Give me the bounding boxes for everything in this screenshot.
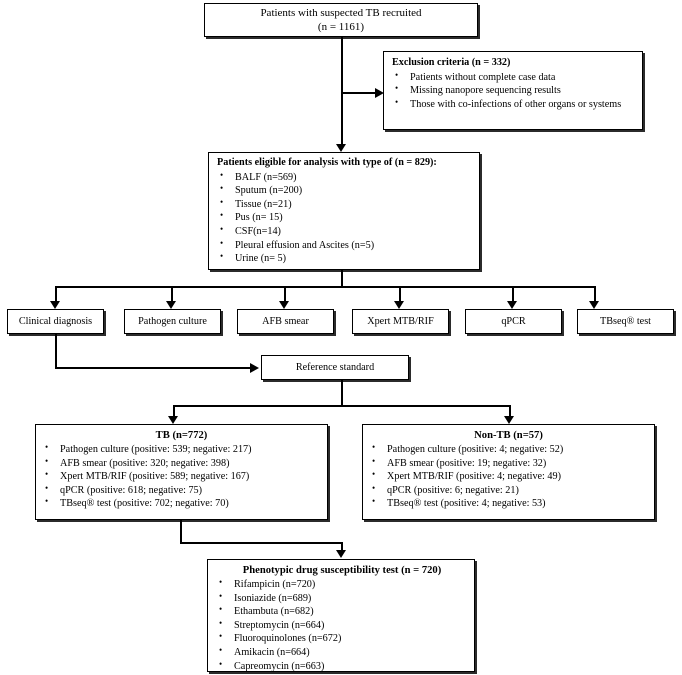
connector-recruited-to-eligible [341,37,343,144]
node-tb-list: Pathogen culture (positive: 539; negativ… [42,442,321,511]
arrow-recruited-to-eligible [336,144,346,152]
node-exclusion-criteria: Exclusion criteria (n = 332) Patients wi… [383,51,643,130]
connector-reference-stem [341,380,343,406]
connector-tb-to-dst-v [180,520,182,543]
list-item: Urine (n= 5) [217,251,473,266]
node-method-pathogen-culture: Pathogen culture [124,309,221,334]
node-method-label: Xpert MTB/RIF [367,316,434,327]
list-item: AFB smear (positive: 19; negative: 32) [369,456,648,471]
list-item: BALF (n=569) [217,170,473,185]
arrow-method-5 [507,301,517,309]
node-exclusion-list: Patients without complete case data Miss… [392,70,636,112]
list-item: Missing nanopore sequencing results [392,83,636,98]
node-recruited-text: Patients with suspected TB recruited (n … [260,6,421,35]
list-item: TBseq® test (positive: 4; negative: 53) [369,497,648,511]
connector-drop-method-3 [284,286,286,301]
arrow-to-reference-standard [250,363,259,373]
list-item: Sputum (n=200) [217,183,473,198]
node-method-qpcr: qPCR [465,309,562,334]
node-eligible-patients: Patients eligible for analysis with type… [208,152,480,270]
node-method-label: AFB smear [262,316,309,327]
connector-drop-method-2 [171,286,173,301]
node-recruited: Patients with suspected TB recruited (n … [204,3,478,37]
list-item: Pus (n= 15) [217,210,473,225]
list-item: Streptomycin (n=664) [216,618,468,633]
arrow-to-nontb [504,416,514,424]
connector-clinical-to-reference-v [55,334,57,368]
node-tb-title: TB (n=772) [155,430,208,441]
node-method-tbseq-test: TBseq® test [577,309,674,334]
connector-drop-method-5 [512,286,514,301]
list-item: TBseq® test (positive: 702; negative: 70… [42,497,321,511]
list-item: Tissue (n=21) [217,197,473,212]
list-item: qPCR (positive: 6; negative: 21) [369,483,648,498]
node-method-label: Pathogen culture [138,316,207,327]
connector-eligible-stem [341,270,343,287]
connector-tb-split-bus [173,405,511,407]
node-dst-title: Phenotypic drug susceptibility test (n =… [242,565,442,576]
arrow-to-exclusion [375,88,384,98]
list-item: Fluoroquinolones (n=672) [216,632,468,646]
connector-to-exclusion [341,92,379,94]
node-recruited-line2: (n = 1161) [317,21,365,33]
connector-drop-tb [173,405,175,417]
node-method-xpert-mtb-rif: Xpert MTB/RIF [352,309,449,334]
arrow-method-3 [279,301,289,309]
list-item: Xpert MTB/RIF (positive: 4; negative: 49… [369,469,648,484]
list-item: Rifampicin (n=720) [216,577,468,592]
connector-clinical-to-reference-h [55,367,253,369]
node-method-label: qPCR [501,316,526,327]
list-item: Those with co-infections of other organs… [392,97,636,112]
list-item: Isoniazide (n=689) [216,591,468,606]
node-reference-standard-label: Reference standard [295,362,375,373]
arrow-to-tb [168,416,178,424]
arrow-method-4 [394,301,404,309]
node-method-afb-smear: AFB smear [237,309,334,334]
arrow-method-1 [50,301,60,309]
node-dst-list: Rifampicin (n=720) Isoniazide (n=689) Et… [216,577,468,674]
list-item: Capreomycin (n=663) [216,659,468,674]
list-item: qPCR (positive: 618; negative: 75) [42,483,321,498]
connector-drop-method-1 [55,286,57,301]
list-item: Pathogen culture (positive: 539; negativ… [42,442,321,457]
node-nontb-list: Pathogen culture (positive: 4; negative:… [369,442,648,511]
list-item: AFB smear (positive: 320; negative: 398) [42,456,321,471]
list-item: Pleural effusion and Ascites (n=5) [217,238,473,253]
node-method-label: Clinical diagnosis [18,316,93,327]
connector-drop-nontb [509,405,511,417]
list-item: Xpert MTB/RIF (positive: 589; negative: … [42,469,321,484]
list-item: Ethambutа (n=682) [216,604,468,619]
node-nontb-results: Non-TB (n=57) Pathogen culture (positive… [362,424,655,520]
connector-drop-method-4 [399,286,401,301]
connector-methods-bus [55,286,594,288]
arrow-to-dst [336,550,346,558]
node-reference-standard: Reference standard [261,355,409,380]
node-nontb-title: Non-TB (n=57) [474,430,543,441]
node-tb-results: TB (n=772) Pathogen culture (positive: 5… [35,424,328,520]
arrow-method-2 [166,301,176,309]
connector-tb-to-dst-h [180,542,343,544]
node-eligible-title: Patients eligible for analysis with type… [217,157,437,168]
node-recruited-line1: Patients with suspected TB recruited [260,6,422,19]
list-item: Amikacin (n=664) [216,645,468,660]
connector-drop-method-6 [594,286,596,301]
node-method-label: TBseq® test [599,316,652,327]
list-item: CSF(n=14) [217,224,473,239]
list-item: Patients without complete case data [392,70,636,85]
node-method-clinical-diagnosis: Clinical diagnosis [7,309,104,334]
connector-dst-drop [341,542,343,551]
list-item: Pathogen culture (positive: 4; negative:… [369,442,648,457]
node-eligible-list: BALF (n=569) Sputum (n=200) Tissue (n=21… [217,170,473,266]
node-exclusion-title: Exclusion criteria (n = 332) [392,57,511,68]
arrow-method-6 [589,301,599,309]
node-phenotypic-dst: Phenotypic drug susceptibility test (n =… [207,559,475,672]
